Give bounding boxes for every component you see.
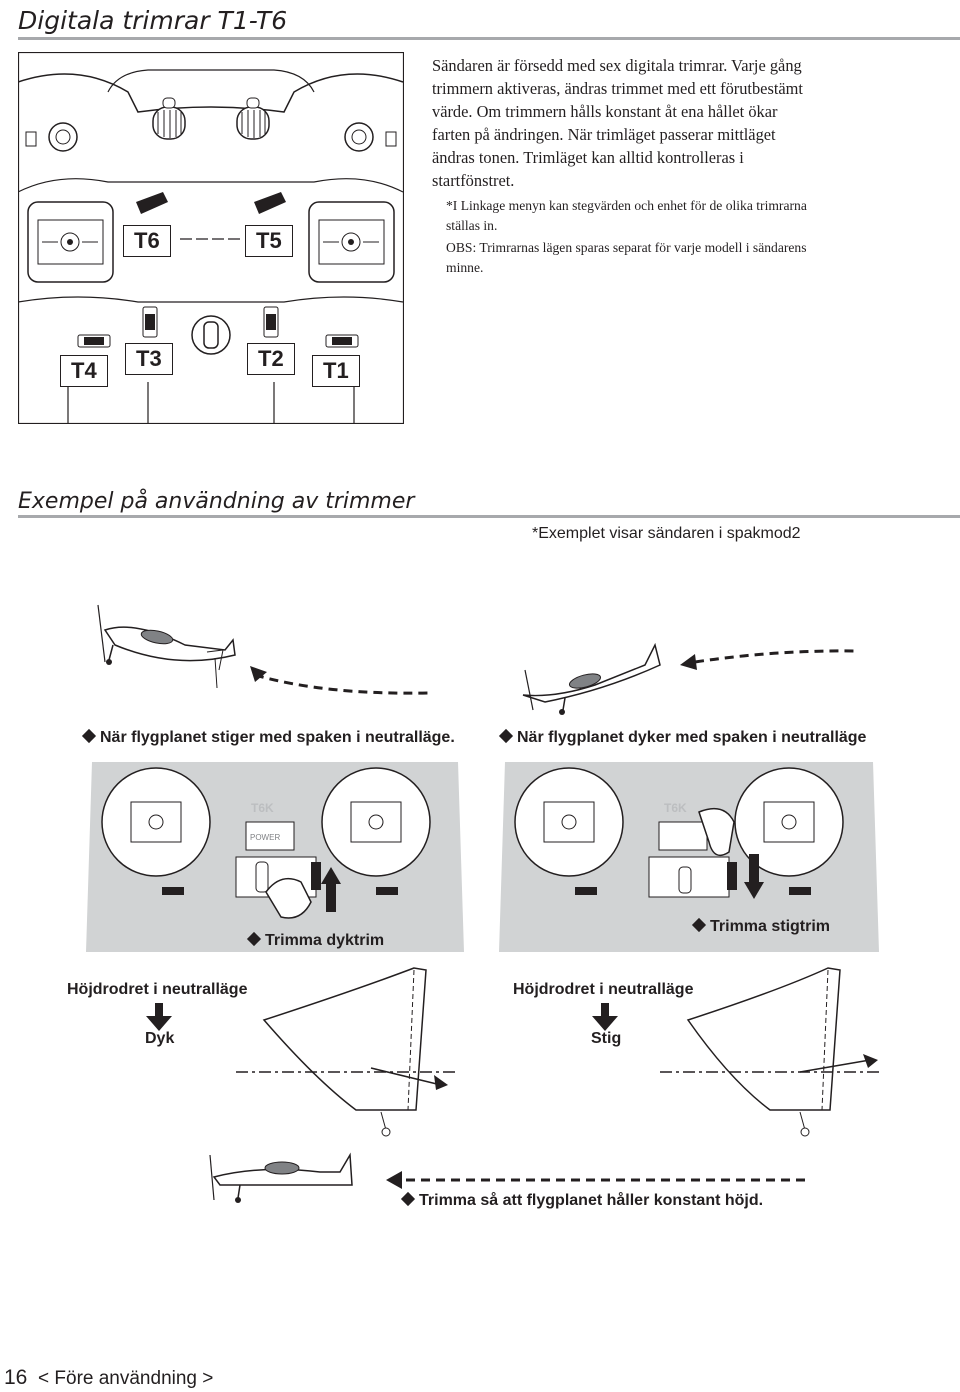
switch-left-icon — [25, 122, 78, 152]
tail-elevator-down-illustration — [236, 967, 456, 1137]
trim-t3-icon — [142, 306, 158, 338]
mode-note: *Exemplet visar sändaren i spakmod2 — [532, 525, 801, 542]
trim-t5-icon — [254, 192, 286, 214]
direction-label-climb: Stig — [591, 1030, 622, 1047]
footer-section: < Före användning > — [38, 1368, 213, 1390]
plane-diving-illustration — [522, 642, 856, 715]
footer-section-label: Före användning — [54, 1368, 197, 1389]
arrow-down-icon — [146, 1003, 172, 1031]
trim-label-t4: T4 — [60, 355, 108, 387]
chevron-left-icon: < — [38, 1368, 50, 1389]
brand-text: T6K — [251, 801, 274, 815]
diamond-bullet-icon — [498, 728, 514, 744]
intro-note-linkage: *I Linkage menyn kan stegvärden och enhe… — [446, 198, 807, 233]
caption-level: Trimma så att flygplanet håller konstant… — [400, 1191, 763, 1210]
plane-level-illustration — [209, 1152, 810, 1203]
caption-climbing: När flygplanet stiger med spaken i neutr… — [81, 728, 455, 747]
switch-right-icon — [344, 122, 397, 152]
elevator-neutral-label-left: Höjdrodret i neutralläge — [67, 981, 248, 998]
chevron-right-icon: > — [202, 1368, 214, 1389]
knob-right-icon — [236, 97, 270, 140]
intro-note-memory: OBS: Trimrarnas lägen sparas separat för… — [446, 240, 807, 275]
caption-trim-dive: Trimma dyktrim — [246, 931, 384, 950]
plane-climbing-illustration — [97, 604, 429, 695]
caption-diving: När flygplanet dyker med spaken i neutra… — [498, 728, 866, 747]
elevator-neutral-label-right: Höjdrodret i neutralläge — [513, 981, 694, 998]
diamond-bullet-icon — [81, 728, 97, 744]
page-number: 16 — [4, 1366, 28, 1389]
svg-text:POWER: POWER — [250, 833, 280, 842]
caption-trim-climb: Trimma stigtrim — [691, 917, 830, 936]
trim-t6-icon — [136, 192, 168, 214]
trim-label-t1: T1 — [312, 355, 360, 387]
svg-text:T6K: T6K — [664, 801, 687, 815]
trim-label-t5: T5 — [245, 225, 293, 257]
transmitter-panel-left: T6K POWER — [86, 762, 464, 952]
arrow-down-icon — [592, 1003, 618, 1031]
trim-label-t6: T6 — [123, 225, 171, 257]
page-title: Digitala trimrar T1-T6 — [18, 6, 288, 35]
title-rule — [18, 37, 960, 40]
trim-label-t3: T3 — [125, 343, 173, 375]
tail-elevator-up-illustration — [660, 967, 880, 1137]
diamond-bullet-icon — [246, 931, 262, 947]
trim-label-t2: T2 — [247, 343, 295, 375]
section-title-example: Exempel på användning av trimmer — [18, 489, 415, 514]
mode-switch-icon — [191, 315, 231, 355]
section-rule — [18, 515, 960, 518]
direction-label-dive: Dyk — [145, 1030, 175, 1047]
trim-t1-icon — [325, 334, 359, 348]
right-stick-gimbal-icon — [308, 201, 395, 283]
trim-t2-icon — [263, 306, 279, 338]
left-stick-gimbal-icon — [27, 201, 114, 283]
intro-paragraph: Sändaren är försedd med sex digitala tri… — [432, 56, 803, 190]
diamond-bullet-icon — [691, 917, 707, 933]
knob-left-icon — [152, 97, 186, 140]
trim-t4-icon — [77, 334, 111, 348]
transmitter-panel-right: T6K — [499, 762, 879, 952]
diamond-bullet-icon — [400, 1191, 416, 1207]
